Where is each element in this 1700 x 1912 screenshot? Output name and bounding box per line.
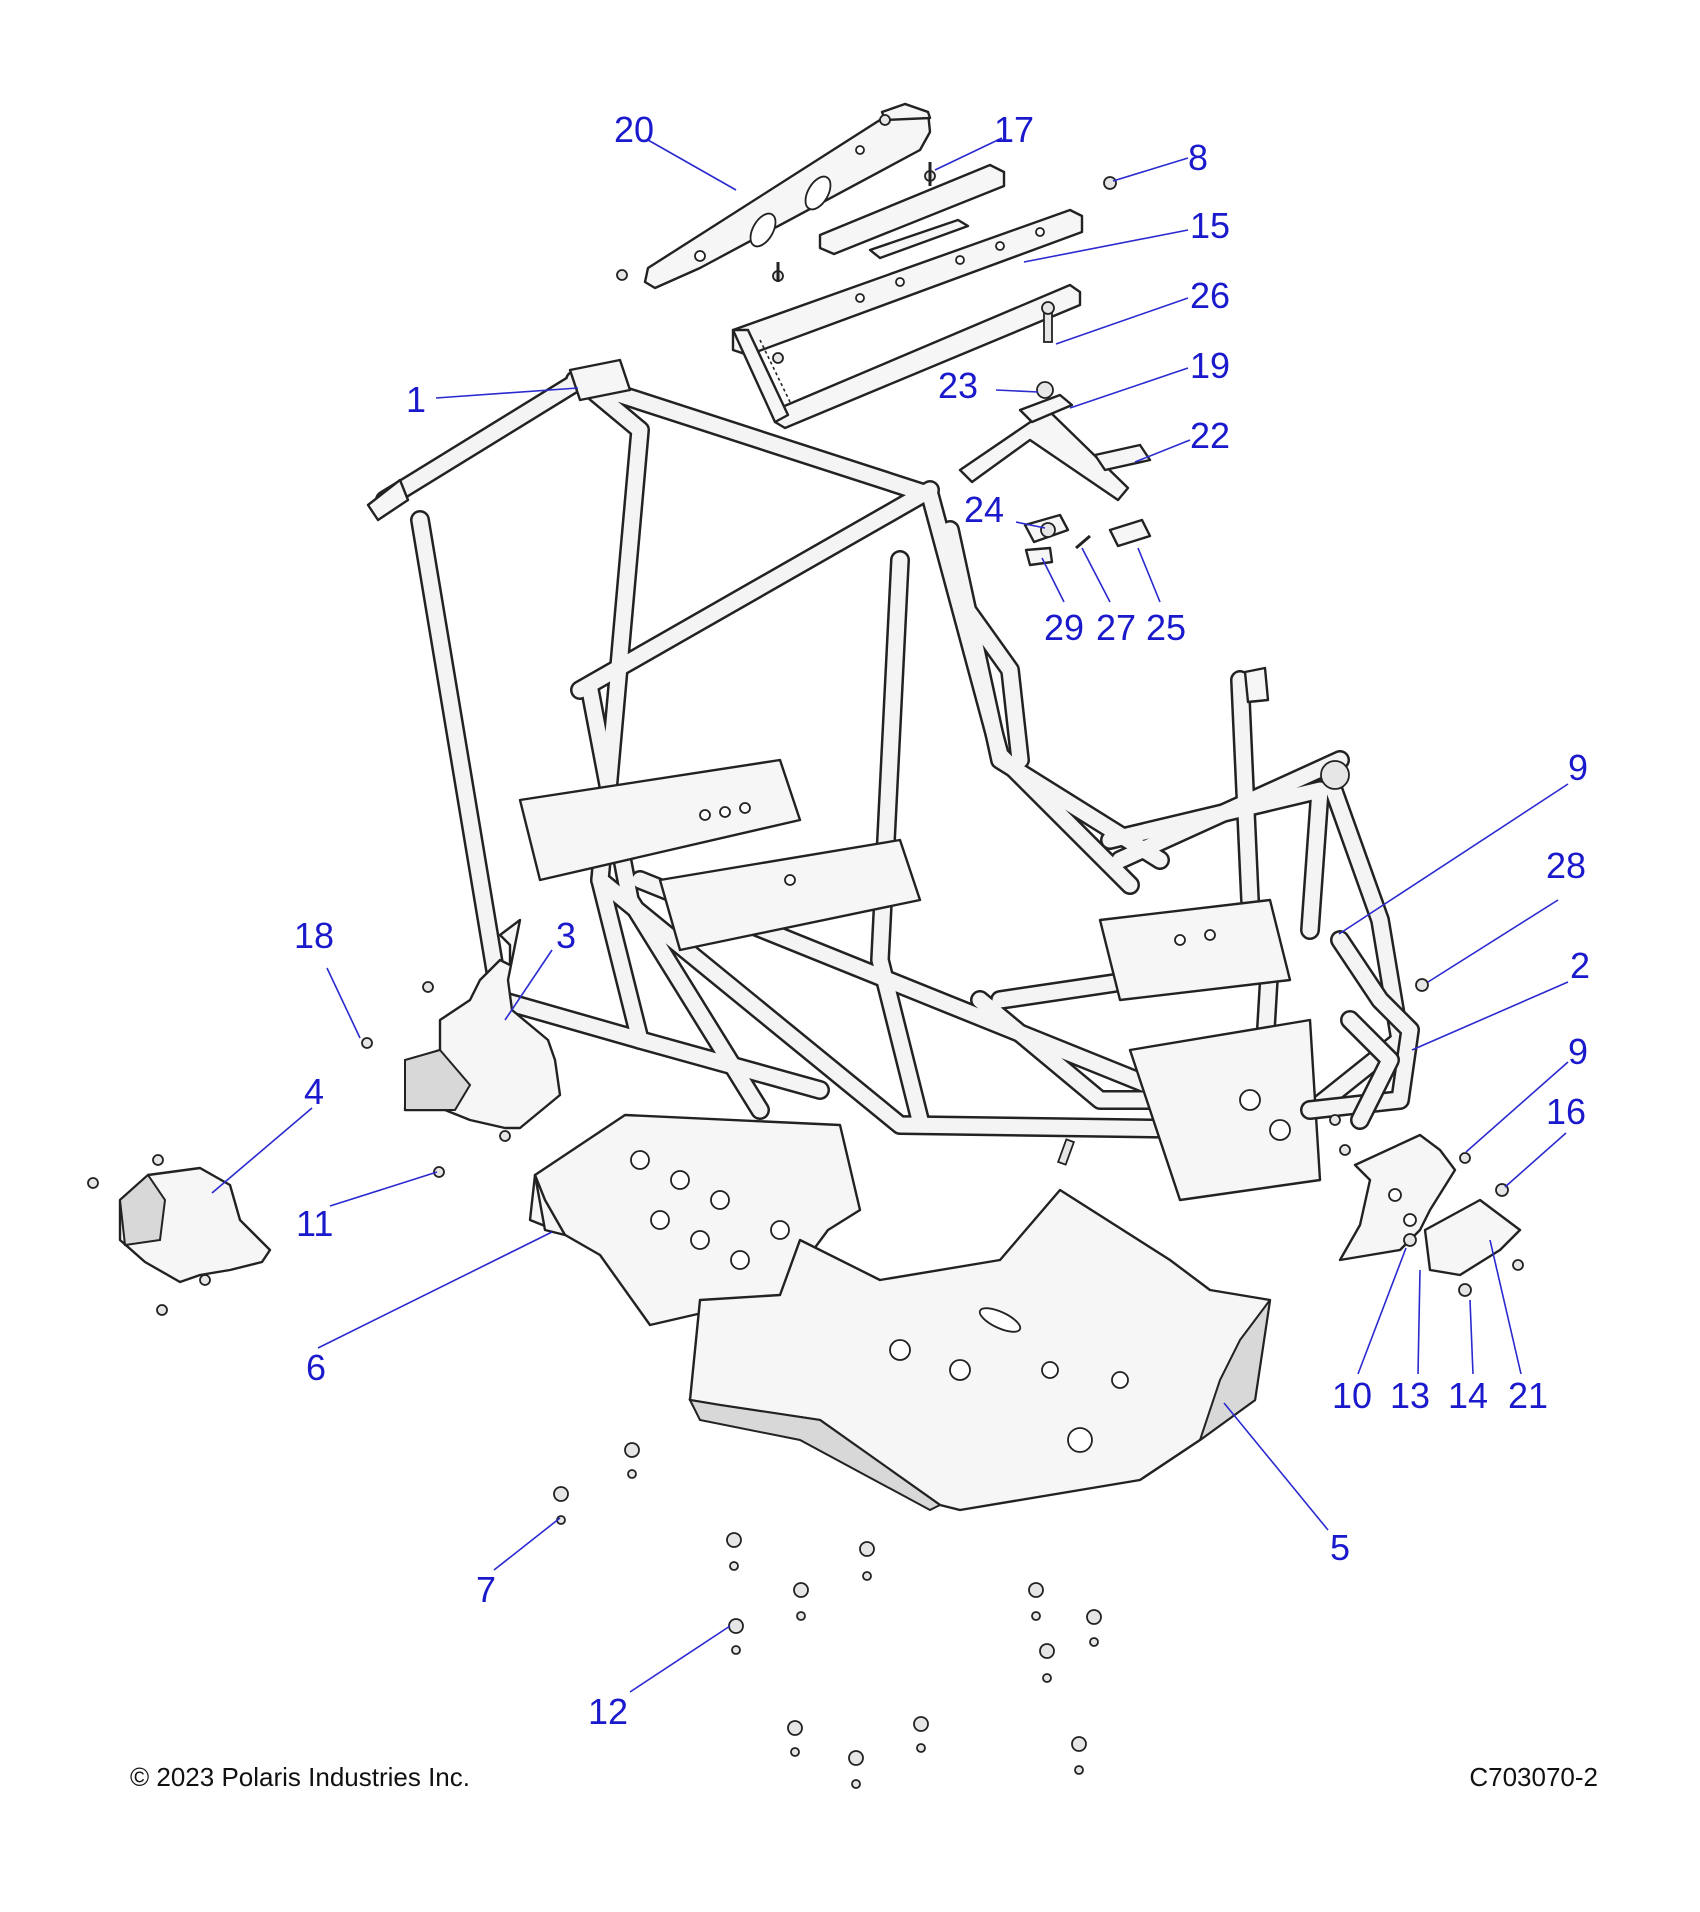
- callout-27: 27: [1096, 607, 1136, 648]
- callout-4: 4: [304, 1071, 324, 1112]
- callout-17: 17: [994, 109, 1034, 150]
- callout-24: 24: [964, 489, 1004, 530]
- callout-9a: 9: [1568, 747, 1588, 788]
- callout-8: 8: [1188, 137, 1208, 178]
- part-5-skid-plate: [688, 1188, 1272, 1512]
- copyright-text: © 2023 Polaris Industries Inc.: [130, 1762, 470, 1792]
- part-3-side-panel: [403, 918, 562, 1142]
- callout-11: 11: [296, 1203, 333, 1244]
- callout-2: 2: [1570, 945, 1590, 986]
- callout-19: 19: [1190, 345, 1230, 386]
- figure-id: C703070-2: [1469, 1762, 1598, 1792]
- fastener-28: [1415, 978, 1429, 992]
- callout-26: 26: [1190, 275, 1230, 316]
- part-20-rail: [616, 102, 932, 290]
- callout-15: 15: [1190, 205, 1230, 246]
- part-15-cargo-frame: [731, 162, 1084, 430]
- callout-5: 5: [1330, 1527, 1350, 1568]
- callout-14: 14: [1448, 1375, 1488, 1416]
- callout-23: 23: [938, 365, 978, 406]
- leader-lines: [211, 137, 1569, 1693]
- callout-9b: 9: [1568, 1031, 1588, 1072]
- callout-7: 7: [476, 1569, 496, 1610]
- mount-bracket-group: [958, 381, 1152, 567]
- callout-12: 12: [588, 1691, 628, 1732]
- part-6-skid-plate: [528, 1113, 862, 1327]
- part-4-side-panel: [87, 1154, 272, 1316]
- callout-29: 29: [1044, 607, 1084, 648]
- part-1-main-frame: [366, 358, 1410, 1202]
- callout-22: 22: [1190, 415, 1230, 456]
- callout-6: 6: [306, 1347, 326, 1388]
- callout-28: 28: [1546, 845, 1586, 886]
- part-2-front-bumper: [1300, 930, 1420, 1130]
- callout-25: 25: [1146, 607, 1186, 648]
- callout-16: 16: [1546, 1091, 1586, 1132]
- callout-labels: 1 2 3 4 5 6 7 8 9 9 10 11 12 13 14 15 16…: [294, 109, 1590, 1732]
- lower-fasteners: [361, 1037, 1102, 1789]
- front-bracket-group: [1329, 1114, 1524, 1297]
- callout-1: 1: [406, 379, 426, 420]
- callout-10: 10: [1332, 1375, 1372, 1416]
- callout-18: 18: [294, 915, 334, 956]
- callout-3: 3: [556, 915, 576, 956]
- callout-20: 20: [614, 109, 654, 150]
- callout-21: 21: [1508, 1375, 1548, 1416]
- fasteners-upper: [1041, 176, 1117, 343]
- callout-13: 13: [1390, 1375, 1430, 1416]
